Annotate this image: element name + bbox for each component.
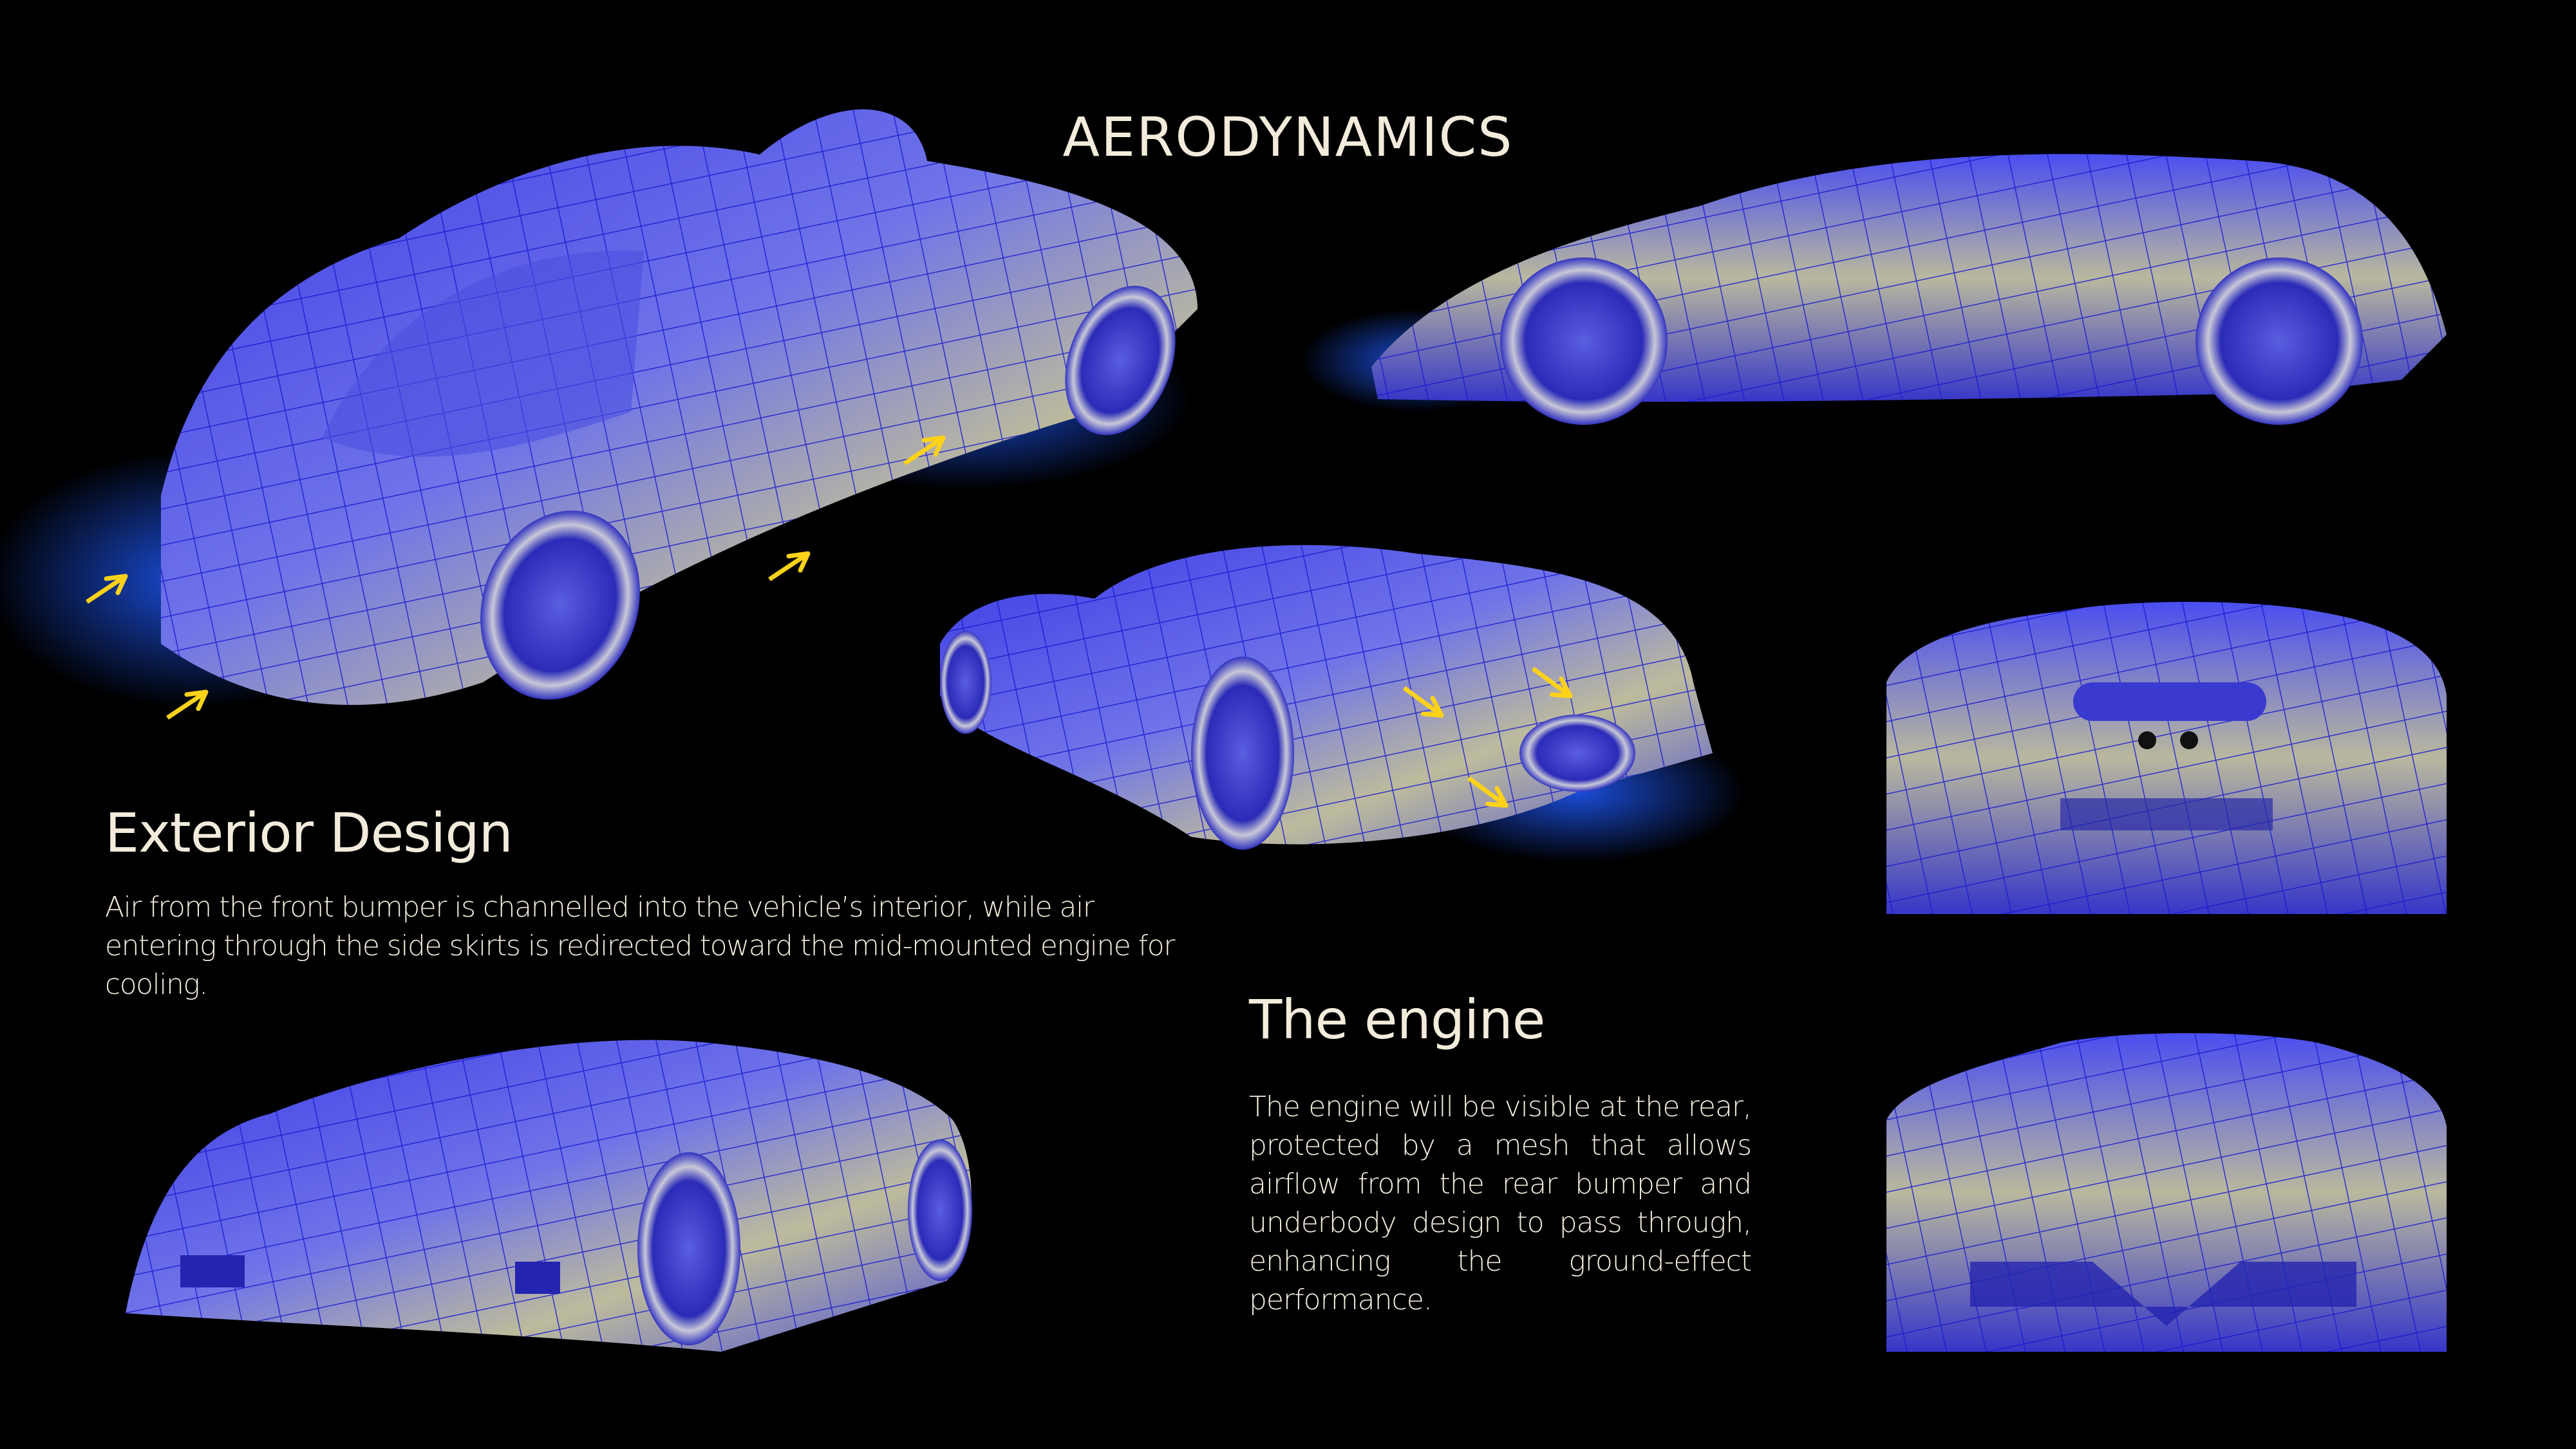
car-render-rear-view (1886, 602, 2447, 914)
car-render-front-view (1886, 1033, 2447, 1352)
car-render-side-view (1301, 154, 2447, 425)
exterior-design-description: Air from the front bumper is channelled … (105, 891, 1175, 1001)
car-render-front-three-quarter-bottom (126, 1040, 972, 1352)
airflow-arrow (769, 554, 808, 579)
slide-title: AERODYNAMICS (1062, 106, 1514, 169)
engine-description: The engine will be visible at the rear, … (1249, 1090, 1752, 1316)
exterior-design-heading: Exterior Design (105, 801, 513, 865)
car-render-front-three-quarter-top (0, 109, 1198, 722)
car-render-rear-three-quarter (940, 545, 1745, 863)
engine-heading: The engine (1249, 988, 1545, 1051)
